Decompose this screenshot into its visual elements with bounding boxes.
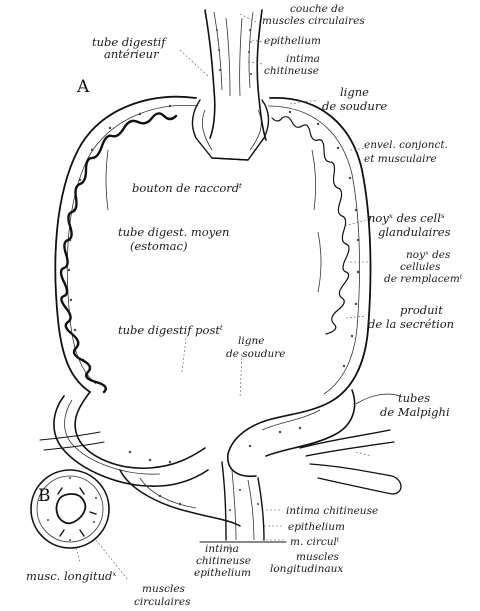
label-produit-1: produit — [400, 303, 443, 317]
label-muscles-circ-2: circulaires — [134, 596, 191, 608]
label-tube-moyen-2: (estomac) — [130, 239, 187, 253]
label-tubes-malpighi-2: de Malpighi — [380, 405, 450, 419]
annotation-labels: couche de muscles circulaires epithelium… — [26, 3, 463, 608]
hindgut-region — [40, 390, 401, 542]
label-tube-moyen-1: tube digest. moyen — [118, 225, 229, 239]
label-muscles-longit-2: longitudinaux — [270, 563, 343, 575]
figure-b-cross-section — [31, 470, 109, 548]
label-m-circul: m. circulᵗ — [290, 536, 340, 548]
label-epithelium-top: epithelium — [264, 35, 321, 47]
label-noy-cells-2: glandulaires — [378, 225, 451, 239]
label-ligne-soudure-bottom-1: ligne — [238, 335, 264, 347]
stomach-sac — [55, 97, 370, 402]
label-tube-anterieur-2: antérieur — [104, 47, 160, 61]
label-tubes-malpighi-1: tubes — [398, 391, 430, 405]
label-musc-longit: musc. longitudˣ — [26, 569, 116, 583]
label-noy-remplac-1: noyˣ des — [406, 249, 451, 261]
label-intima-top-1: intima — [286, 53, 320, 65]
label-envel-conjonct-1: envel. conjonct. — [364, 139, 448, 151]
anterior-tube — [205, 10, 266, 140]
label-couche-muscles-2: muscles circulaires — [262, 15, 365, 27]
figure-label-b: B — [38, 486, 51, 506]
label-epithelium-bottom-right: epithelium — [288, 521, 345, 533]
label-noy-cells-1: noyˣ des cellˢ — [368, 211, 445, 225]
label-ligne-soudure-top-2: de soudure — [322, 99, 387, 113]
label-couche-muscles-1: couche de — [290, 3, 344, 15]
label-envel-conjonct-2: et musculaire — [364, 153, 437, 165]
label-ligne-soudure-bottom-2: de soudure — [226, 348, 285, 360]
label-produit-2: de la secrétion — [368, 317, 454, 331]
label-noy-remplac-2: cellules — [400, 261, 441, 273]
label-epithelium-bottom-center: epithelium — [194, 567, 251, 579]
bouton-de-raccord — [193, 100, 269, 160]
label-noy-remplac-3: de remplacemᵗ — [384, 273, 463, 285]
label-muscles-circ-1: muscles — [142, 583, 186, 595]
label-intima-bottom-center-2: chitineuse — [196, 555, 251, 567]
label-ligne-soudure-top-1: ligne — [340, 85, 369, 99]
label-bouton: bouton de raccordᵗ — [132, 181, 242, 195]
label-intima-bottom-right: intima chitineuse — [286, 505, 378, 517]
label-intima-top-2: chitineuse — [264, 65, 319, 77]
label-intima-bottom-center-1: intima — [205, 543, 239, 555]
figure-label-a: A — [76, 77, 90, 97]
label-muscles-longit-1: muscles — [296, 551, 340, 563]
label-tube-post: tube digestif postᵗ — [118, 323, 223, 337]
